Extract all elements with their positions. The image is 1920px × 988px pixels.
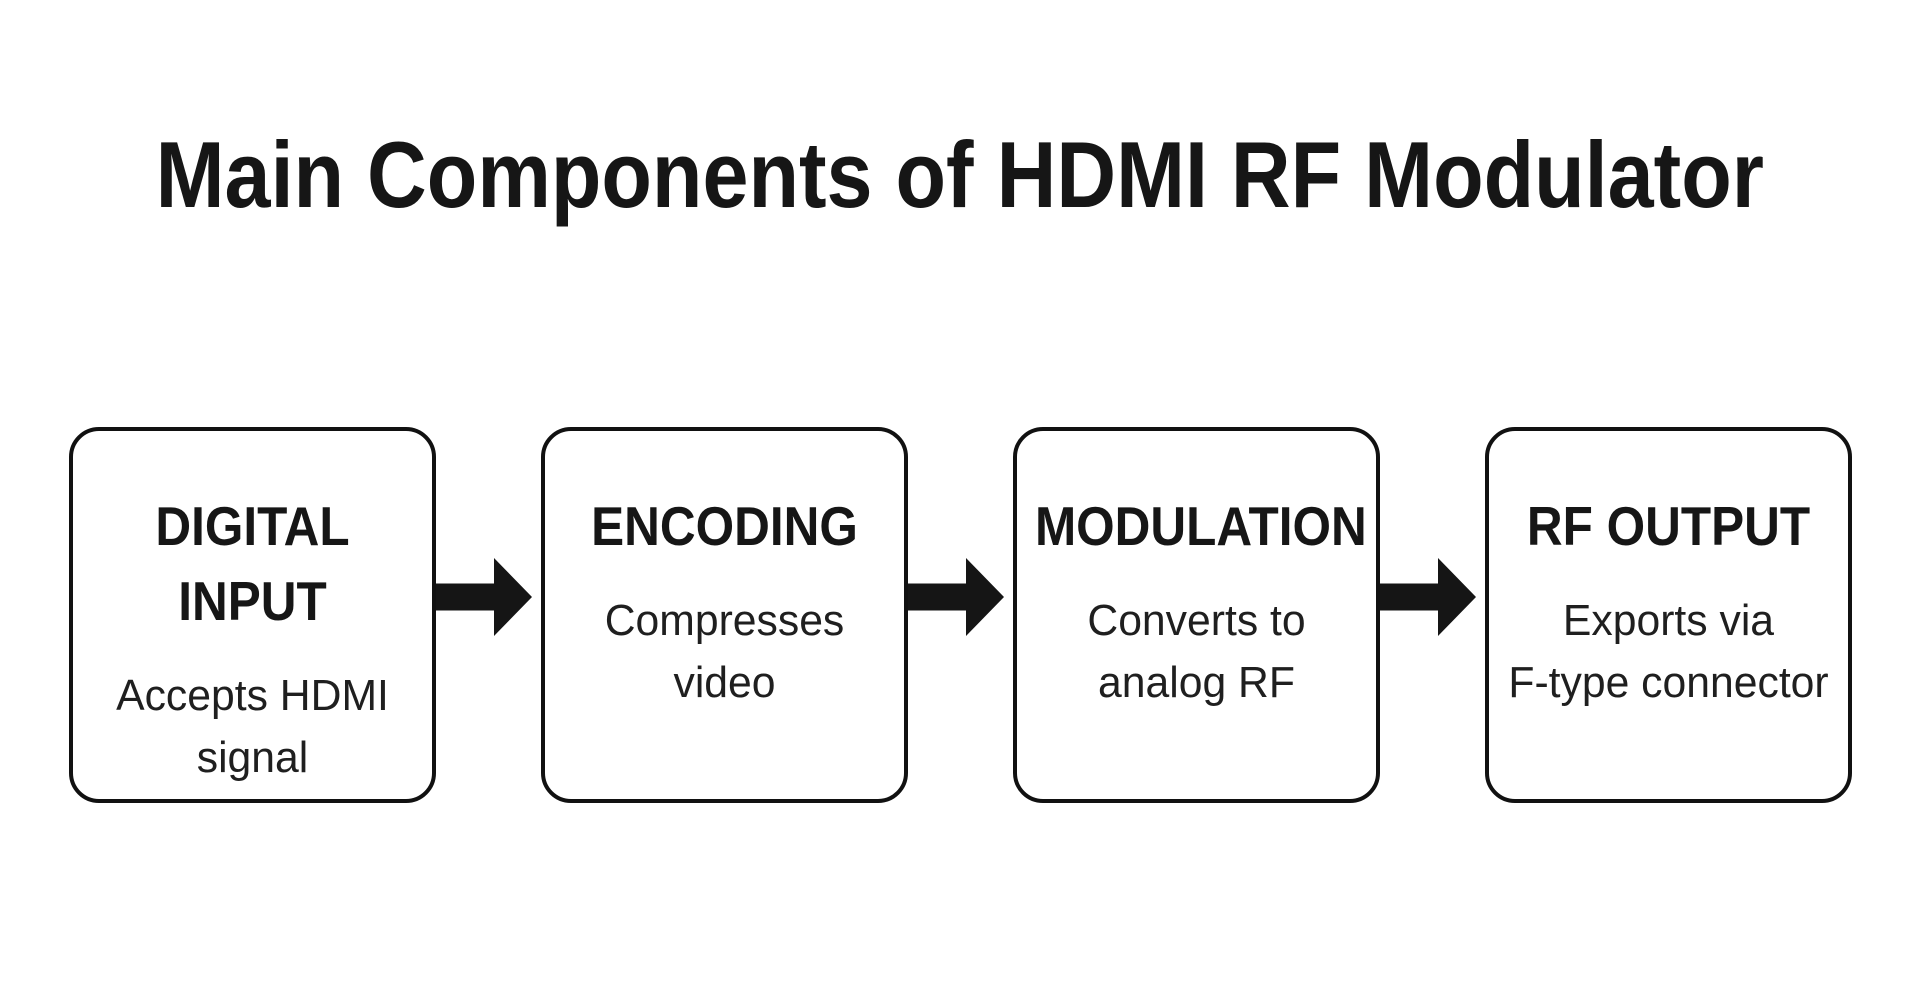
- box-desc-encoding: Compresses video: [550, 590, 898, 714]
- flow-row: DIGITAL INPUT Accepts HDMI signal ENCODI…: [0, 427, 1920, 803]
- box-desc-line: Compresses: [604, 596, 844, 645]
- box-desc-digital-input: Accepts HDMI signal: [78, 665, 426, 789]
- box-title-line: MODULATION: [1034, 495, 1367, 557]
- box-title-line: INPUT: [177, 570, 327, 632]
- box-desc-modulation: Converts to analog RF: [1022, 590, 1370, 714]
- box-desc-line: analog RF: [1097, 658, 1295, 707]
- box-desc-line: Exports via: [1562, 596, 1774, 645]
- box-desc-line: signal: [196, 733, 308, 782]
- box-title-rf-output: RF OUTPUT: [1506, 489, 1829, 564]
- flow-box-rf-output: RF OUTPUT Exports via F-type connector: [1484, 427, 1852, 803]
- box-desc-rf-output: Exports via F-type connector: [1494, 590, 1842, 714]
- box-desc-line: video: [672, 658, 776, 707]
- arrow-right-icon: [435, 558, 532, 636]
- box-title-line: RF OUTPUT: [1526, 495, 1810, 557]
- page-title: Main Components of HDMI RF Modulator: [0, 128, 1920, 222]
- page-title-text: Main Components of HDMI RF Modulator: [155, 122, 1765, 227]
- box-desc-line: F-type connector: [1507, 658, 1829, 707]
- arrow-right-icon: [1379, 558, 1476, 636]
- box-desc-line: Converts to: [1086, 596, 1306, 645]
- box-title-line: DIGITAL: [154, 495, 350, 557]
- box-title-digital-input: DIGITAL INPUT: [90, 489, 413, 639]
- box-desc-line: Accepts HDMI: [115, 671, 389, 720]
- box-title-modulation: MODULATION: [1034, 489, 1367, 564]
- flow-box-modulation: MODULATION Converts to analog RF: [1012, 427, 1380, 803]
- flow-box-encoding: ENCODING Compresses video: [540, 427, 908, 803]
- box-title-encoding: ENCODING: [562, 489, 885, 564]
- arrow-right-icon: [907, 558, 1004, 636]
- flow-box-digital-input: DIGITAL INPUT Accepts HDMI signal: [68, 427, 436, 803]
- box-title-line: ENCODING: [590, 495, 858, 557]
